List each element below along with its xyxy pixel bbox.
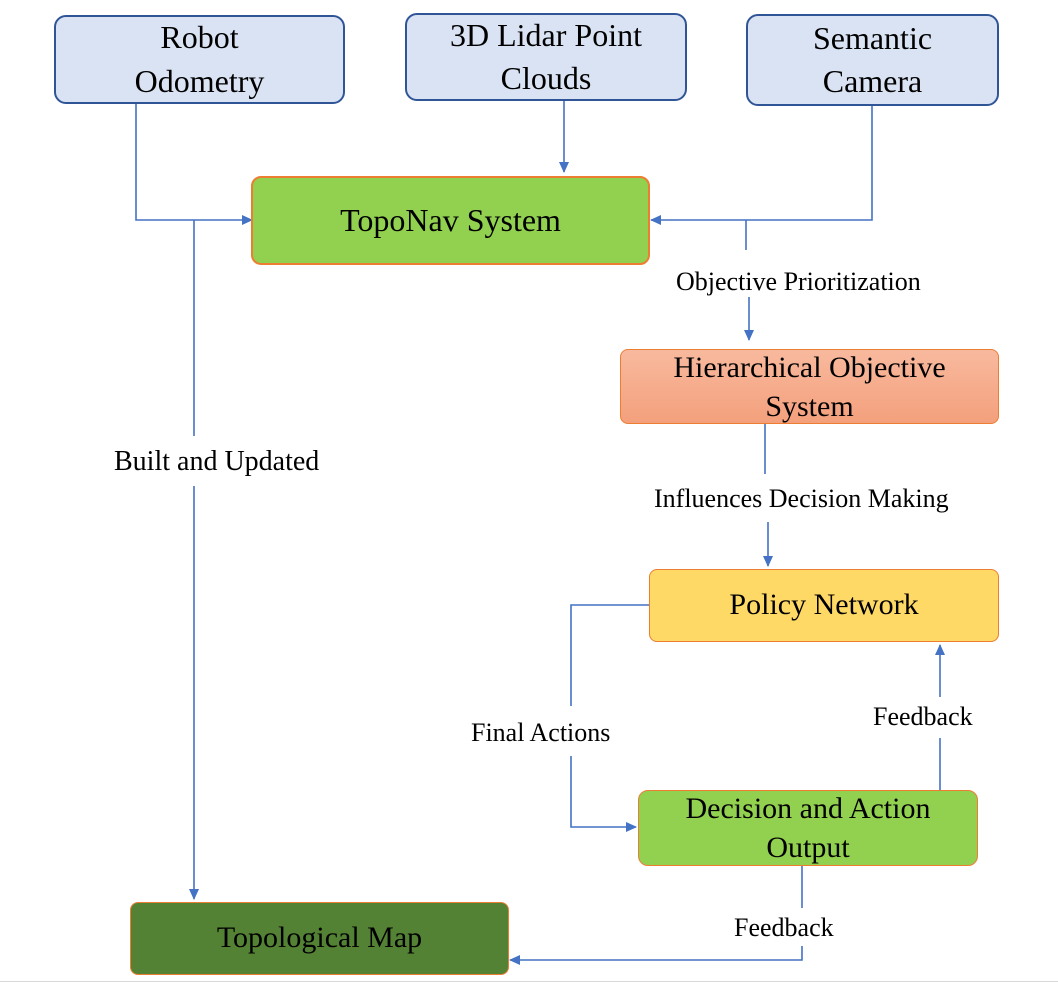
edge-final-actions-lower xyxy=(570,756,637,832)
edge-camera-to-toponav xyxy=(650,106,873,225)
node-toponav-system: TopoNav System xyxy=(251,176,650,265)
bottom-divider xyxy=(0,981,1058,982)
node-semantic-camera-label: Semantic Camera xyxy=(812,19,933,99)
node-robot-odometry-label: Robot Odometry xyxy=(134,19,265,99)
edge-feedback-to-map-arrow xyxy=(509,946,803,965)
node-hierarchical-objective: Hierarchical Objective System xyxy=(620,349,999,424)
node-toponav-label: TopoNav System xyxy=(340,201,561,238)
label-objective-prioritization: Objective Prioritization xyxy=(674,266,923,298)
edge-final-actions-upper xyxy=(570,604,650,706)
node-robot-odometry: Robot Odometry xyxy=(54,15,345,104)
label-feedback-to-map: Feedback xyxy=(732,912,836,944)
label-influences-decision-making: Influences Decision Making xyxy=(652,483,951,515)
node-decision-action-output: Decision and Action Output xyxy=(638,790,978,866)
label-feedback-to-policy: Feedback xyxy=(871,701,975,733)
node-policy-label: Policy Network xyxy=(729,588,919,622)
node-topological-map-label: Topological Map xyxy=(216,921,423,955)
label-built-and-updated: Built and Updated xyxy=(112,445,322,479)
node-lidar-point-clouds: 3D Lidar Point Clouds xyxy=(405,13,687,101)
label-final-actions: Final Actions xyxy=(469,717,613,749)
node-topological-map: Topological Map xyxy=(130,902,509,975)
node-decision-label: Decision and Action Output xyxy=(685,792,931,864)
node-hierarchical-label: Hierarchical Objective System xyxy=(673,350,946,423)
node-semantic-camera: Semantic Camera xyxy=(746,14,999,106)
edge-odometry-to-toponav xyxy=(135,104,253,225)
node-lidar-label: 3D Lidar Point Clouds xyxy=(450,16,642,96)
node-policy-network: Policy Network xyxy=(649,569,999,642)
